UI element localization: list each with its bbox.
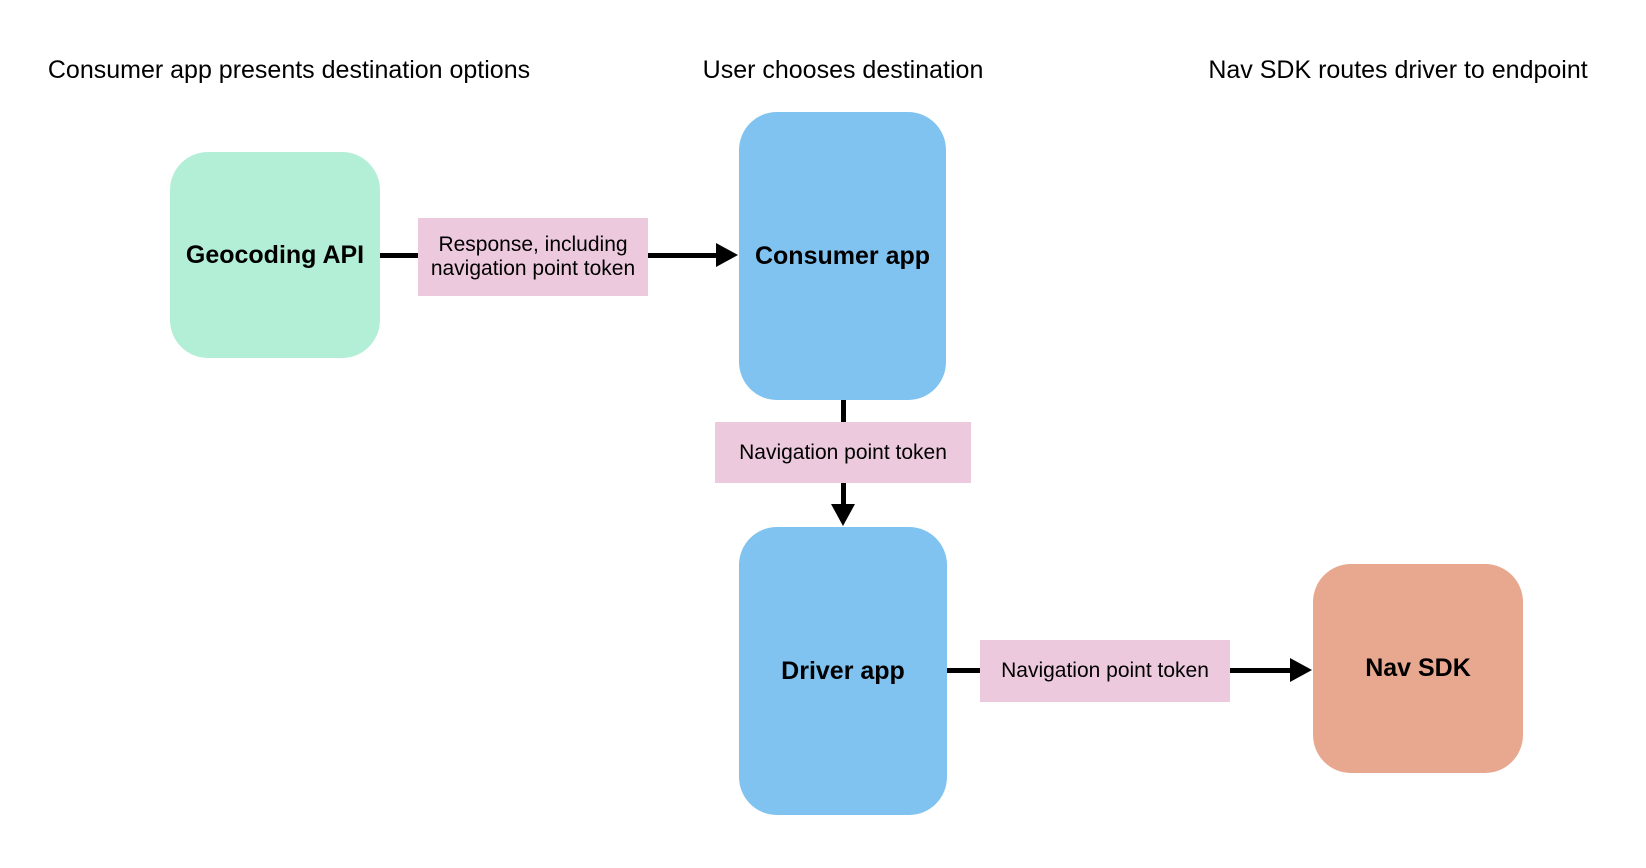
node-consumer-app: Consumer app xyxy=(739,112,946,400)
arrowhead-down-icon xyxy=(831,504,855,526)
arrowhead-right-icon xyxy=(716,243,738,267)
node-nav-sdk-label: Nav SDK xyxy=(1365,654,1471,682)
edge-label-navigation-point-token-2: Navigation point token xyxy=(980,640,1230,702)
node-nav-sdk: Nav SDK xyxy=(1313,564,1523,773)
column-header-user-chooses: User chooses destination xyxy=(702,56,984,84)
node-geocoding-api-label: Geocoding API xyxy=(185,240,365,269)
node-consumer-app-label: Consumer app xyxy=(754,241,931,270)
column-header-consumer-presents: Consumer app presents destination option… xyxy=(47,56,531,84)
edge-label-navigation-point-token-1: Navigation point token xyxy=(715,422,971,483)
edge-label-response-including-token: Response, including navigation point tok… xyxy=(418,218,648,296)
node-geocoding-api: Geocoding API xyxy=(170,152,380,358)
arrowhead-right-icon xyxy=(1290,658,1312,682)
node-driver-app: Driver app xyxy=(739,527,947,815)
column-header-nav-sdk-routes: Nav SDK routes driver to endpoint xyxy=(1208,56,1588,84)
node-driver-app-label: Driver app xyxy=(781,656,905,685)
